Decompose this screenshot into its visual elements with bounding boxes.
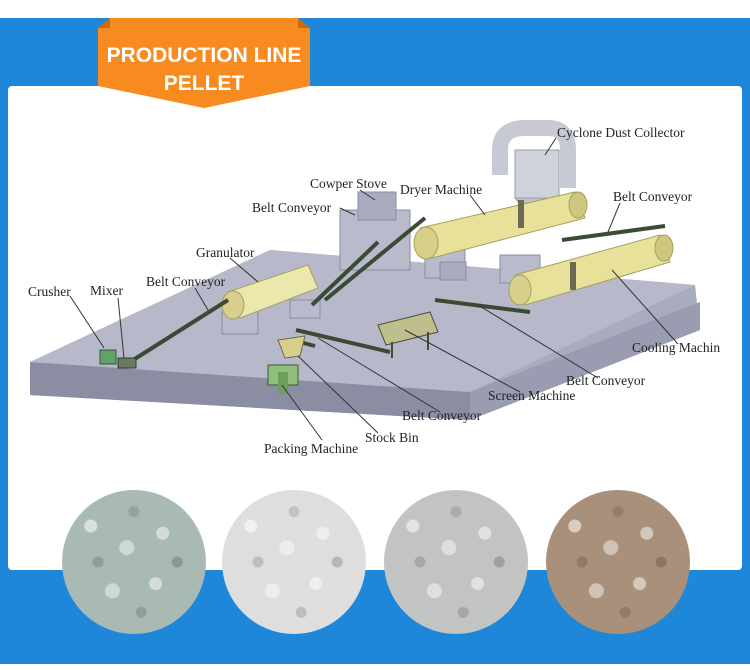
pellet-sample-3 <box>384 490 528 634</box>
label-cooling-machine: Cooling Machin <box>632 340 720 355</box>
label-dryer-machine: Dryer Machine <box>400 182 482 197</box>
label-mixer: Mixer <box>90 283 123 298</box>
label-crusher: Crusher <box>28 284 71 299</box>
cooling-machine <box>508 234 674 306</box>
pellet-sample-2 <box>222 490 366 634</box>
belt-conveyor-granulator <box>310 240 380 307</box>
belt-conveyor-stove <box>323 216 427 302</box>
crusher <box>99 349 117 365</box>
screen-machine <box>377 311 439 358</box>
banner-shape <box>98 18 310 108</box>
label-stock-bin: Stock Bin <box>365 430 419 445</box>
label-cowper-stove: Cowper Stove <box>310 176 387 191</box>
granulator <box>221 264 319 320</box>
dryer-machine <box>413 191 588 260</box>
label-belt-conveyor-lower: Belt Conveyor <box>566 373 646 388</box>
component-labels: Cyclone Dust Collector Cowper Stove Drye… <box>28 125 720 456</box>
label-packing-machine: Packing Machine <box>264 441 358 456</box>
label-belt-conveyor-stove: Belt Conveyor <box>252 200 332 215</box>
label-belt-conveyor-left: Belt Conveyor <box>146 274 226 289</box>
belt-conveyor-dryer <box>561 224 666 242</box>
leader-lines <box>69 137 679 441</box>
mixer <box>117 357 137 369</box>
belt-conveyor-mixer <box>128 298 230 364</box>
banner-title: PRODUCTION LINE PELLET <box>98 42 310 98</box>
pellet-sample-1 <box>62 490 206 634</box>
pellet-sample-4 <box>546 490 690 634</box>
banner-line2: PELLET <box>163 72 245 95</box>
packing-machine <box>267 364 299 394</box>
label-belt-conveyor-right: Belt Conveyor <box>613 189 693 204</box>
label-belt-conveyor-bottom: Belt Conveyor <box>402 408 482 423</box>
stock-bin <box>277 335 306 359</box>
pellet-samples <box>0 490 750 660</box>
label-cyclone: Cyclone Dust Collector <box>557 125 685 140</box>
label-granulator: Granulator <box>196 245 255 260</box>
belt-conveyor-bin <box>295 328 391 354</box>
label-screen-machine: Screen Machine <box>488 388 575 403</box>
banner-line1: PRODUCTION LINE <box>106 44 302 67</box>
belt-conveyor-screen <box>434 298 531 314</box>
